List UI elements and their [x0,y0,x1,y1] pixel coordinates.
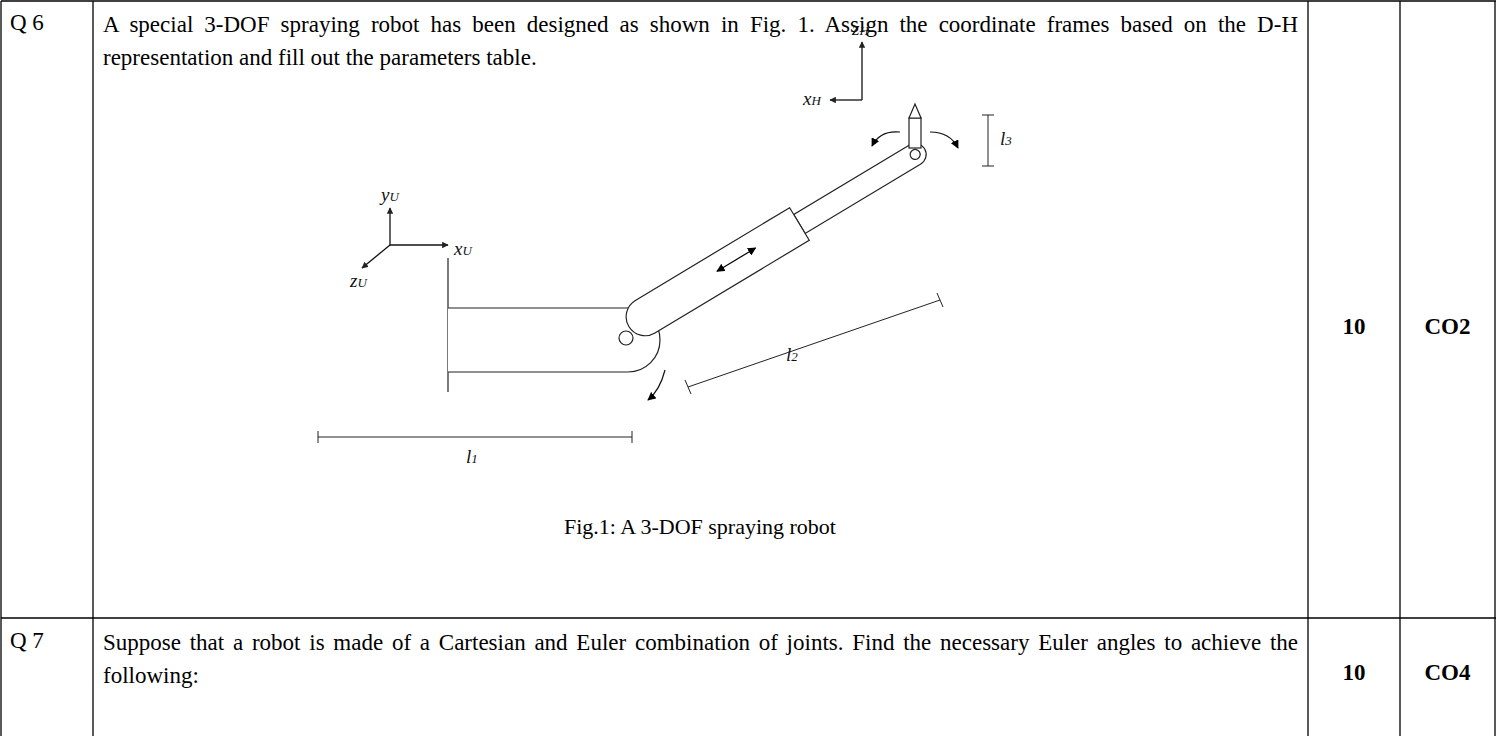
axis-label: zH [852,18,869,40]
course-outcome: CO4 [1402,660,1493,686]
question-number: Q 7 [10,628,88,654]
question-number: Q 6 [10,10,88,36]
dimension-label: l1 [466,446,478,468]
question-text: A special 3-DOF spraying robot has been … [103,8,1298,75]
dimension-line [318,115,994,443]
figure-caption: Fig.1: A 3-DOF spraying robot [400,514,1000,540]
axis-label: zU [350,270,367,292]
marks: 10 [1310,314,1398,340]
axis-label: yU [381,184,399,206]
rotation-arrow [872,132,958,148]
dimension-label: l3 [1000,128,1012,150]
course-outcome: CO2 [1402,314,1493,340]
question-text: Suppose that a robot is made of a Cartes… [103,626,1298,693]
axis-label: xU [454,238,472,260]
hand-frame [830,42,862,100]
spray-tool [909,104,921,148]
axis-label: xH [803,88,821,110]
dimension-label: l2 [786,344,798,366]
universal-frame [362,208,448,268]
marks: 10 [1310,660,1398,686]
link-two [619,133,934,343]
